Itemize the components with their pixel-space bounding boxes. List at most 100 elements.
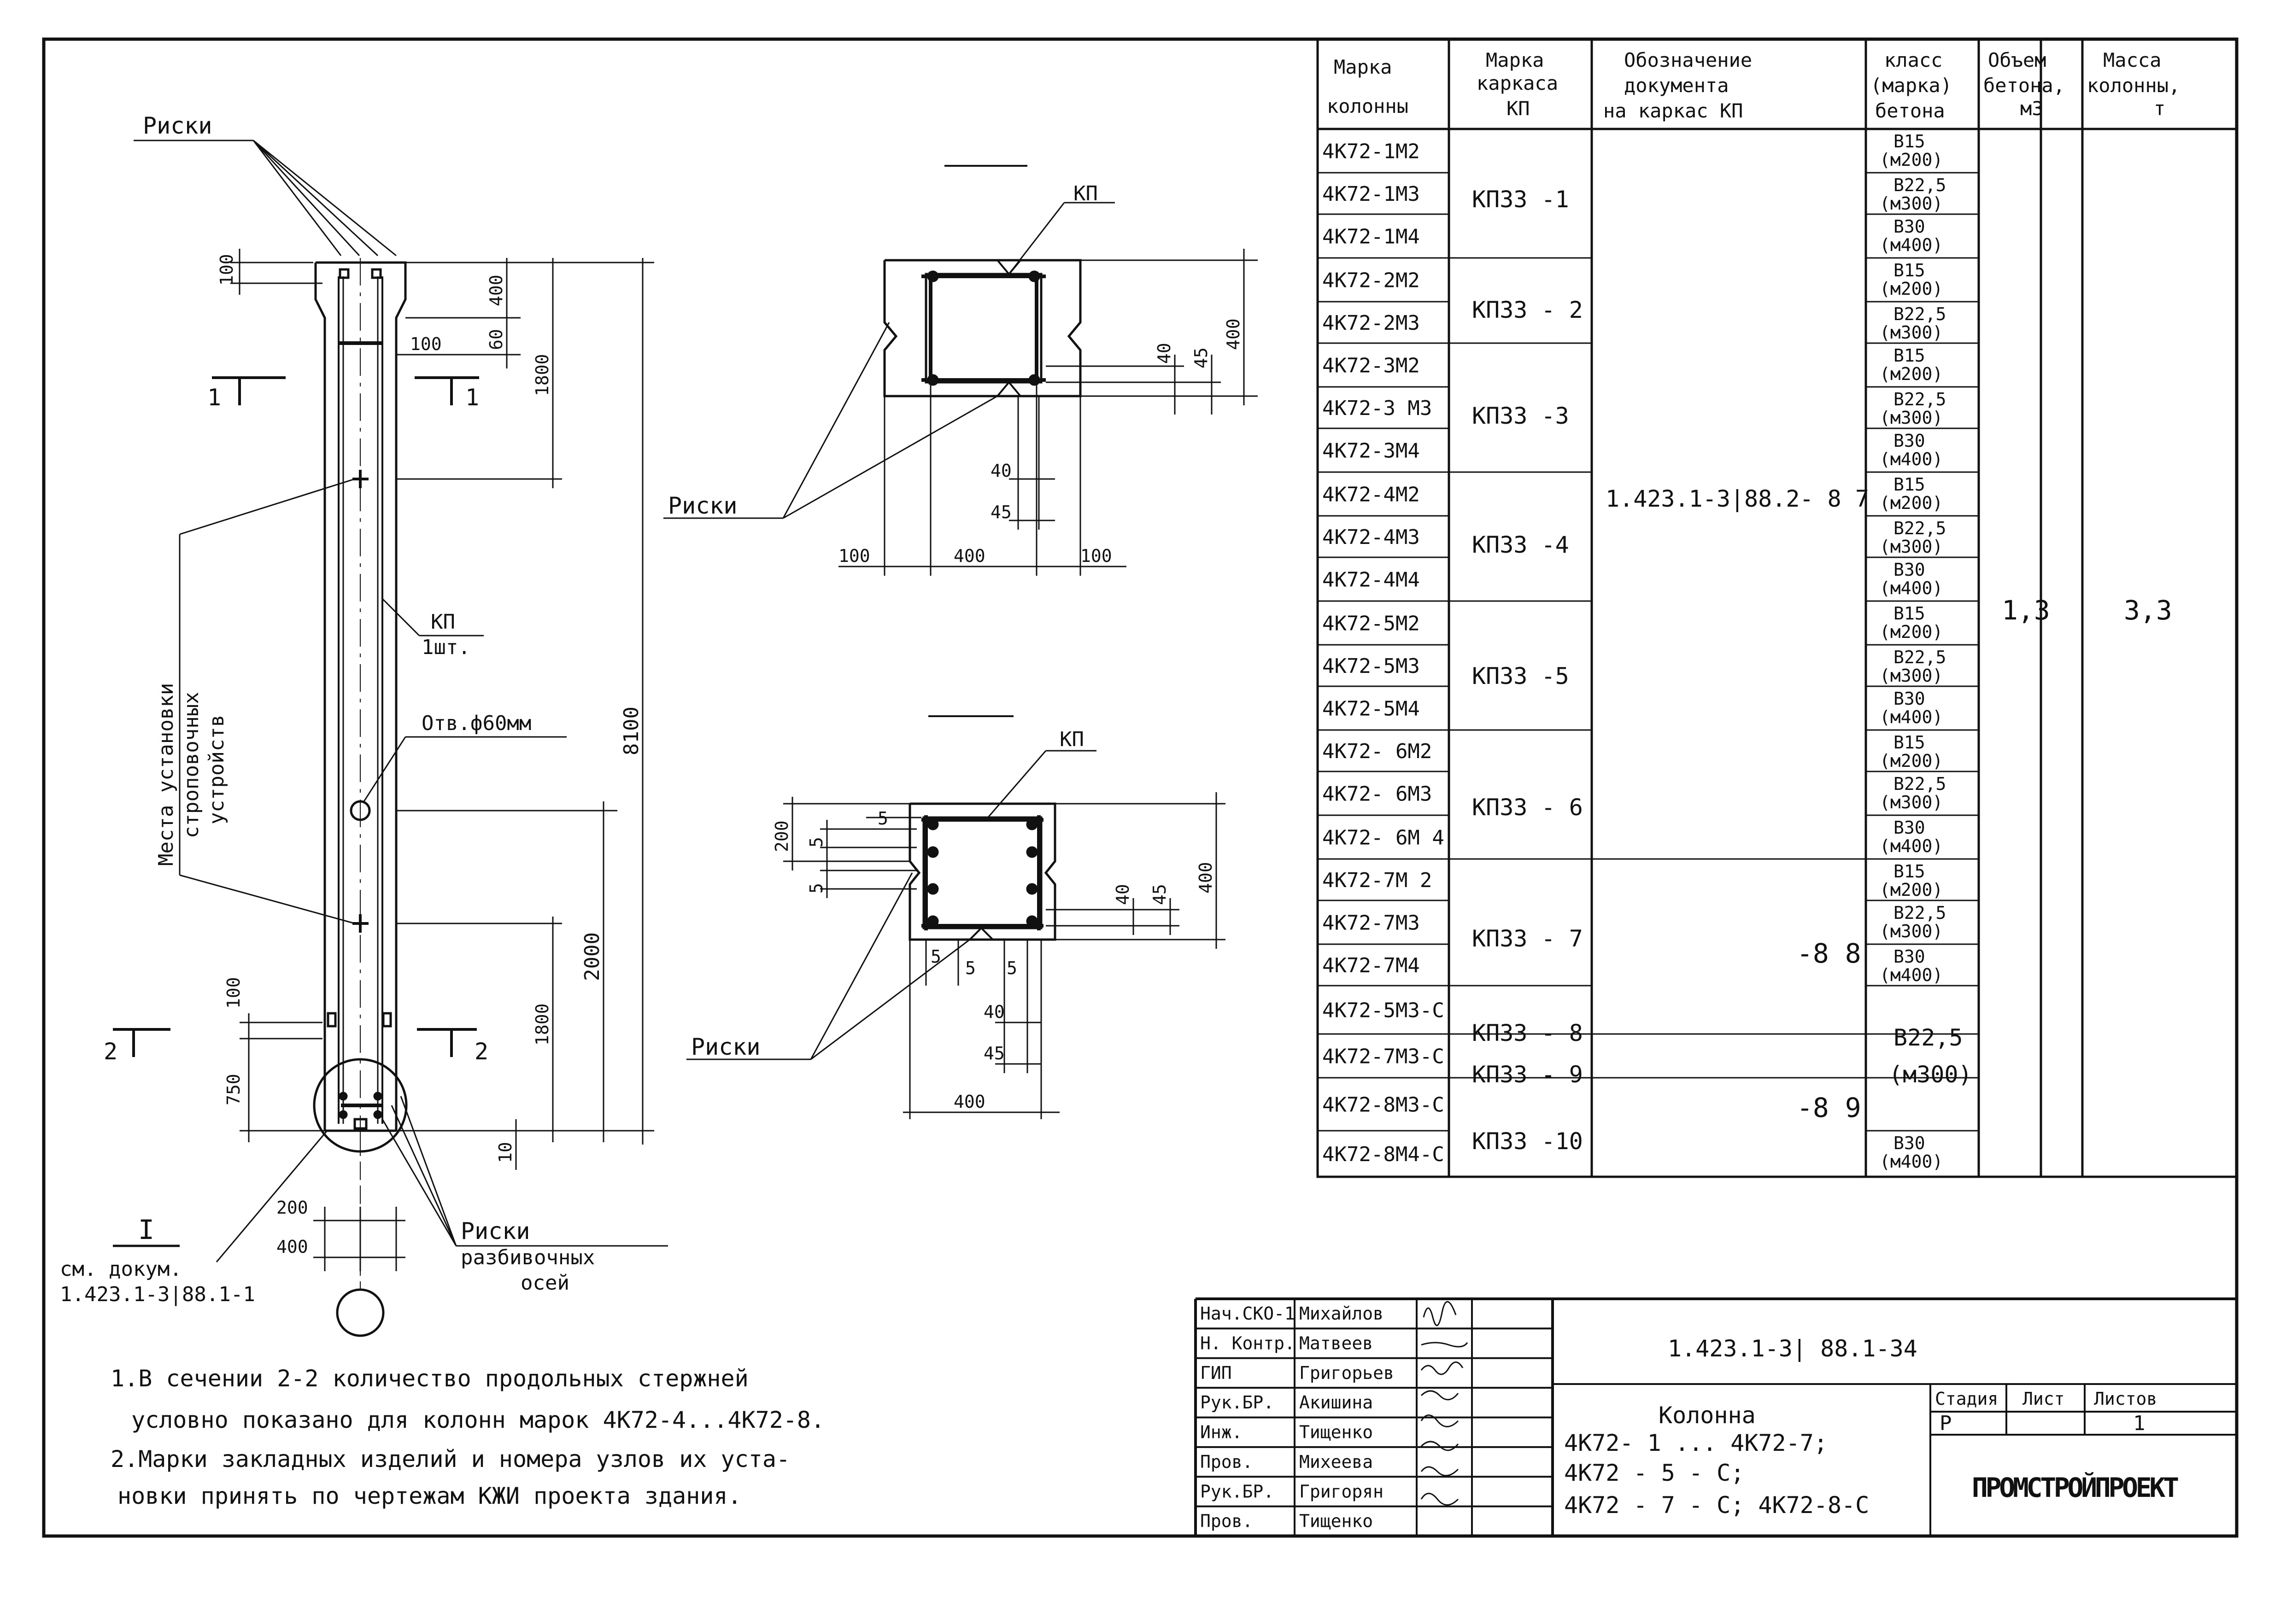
dim-750: 750	[223, 1074, 244, 1105]
class-cell-mark: (м200)	[1880, 279, 1943, 299]
frame-10: КП33 -10	[1472, 1128, 1583, 1155]
hdr-doc-1: Обозначение	[1624, 49, 1752, 71]
doc-code: 1.423.1-3| 88.1-34	[1668, 1335, 1917, 1362]
section-1-1-40-h: 40	[991, 461, 1012, 481]
class-merged-2: (м300)	[1889, 1061, 1972, 1088]
riski-label-bottom: Риски	[461, 1218, 530, 1244]
class-cell-mark: (м300)	[1880, 193, 1943, 214]
section-1-1-kp: КП	[1073, 182, 1098, 205]
dim-100-head: 100	[410, 334, 442, 354]
class-cell-grade: В22,5	[1893, 518, 1946, 538]
riski-label-2-2: Риски	[691, 1034, 761, 1060]
frame-2: КП33 - 2	[1472, 297, 1583, 323]
class-cell-grade: В22,5	[1893, 389, 1946, 409]
section-1-1-400: 400	[954, 546, 985, 566]
class-cell-grade: В22,5	[1893, 774, 1946, 794]
staff-name: Михеева	[1299, 1452, 1373, 1472]
hdr-mass-2: колонны,	[2087, 74, 2180, 97]
section-1-1-45-v: 45	[1191, 347, 1211, 368]
kp-1sht: 1шт.	[422, 636, 470, 659]
sheets-label: Листов	[2094, 1389, 2157, 1409]
signatures	[1420, 1301, 1468, 1506]
mass-value: 3,3	[2124, 595, 2172, 626]
dim-100-top: 100	[217, 254, 237, 286]
frame-8: КП33 - 8	[1472, 1020, 1583, 1046]
column-mark-cell: 4К72-7М3-С	[1322, 1045, 1444, 1069]
hdr-doc-2: документа	[1624, 74, 1729, 97]
section-2-2-200: 200	[772, 820, 792, 852]
class-cell-grade: В15	[1893, 732, 1925, 753]
class-cell-mark: (м200)	[1880, 364, 1943, 384]
class-cell-grade: В22,5	[1893, 175, 1946, 195]
node-label: I	[138, 1214, 154, 1245]
dim-100-bottom: 100	[223, 977, 244, 1009]
hdr-class-1: класс	[1884, 49, 1942, 71]
hdr-mass-1: Масса	[2103, 49, 2161, 71]
staff-role: Инж.	[1200, 1422, 1243, 1443]
title-line-1: Колонна	[1659, 1402, 1756, 1429]
section-2-2-dimensions	[686, 750, 1225, 1119]
sheet-value: 1	[2133, 1412, 2145, 1435]
column-mark-cell: 4К72-3М2	[1322, 354, 1420, 378]
volume-value: 1,3	[2002, 595, 2050, 626]
specification-table-grid	[1316, 38, 2238, 1178]
frame-3: КП33 -3	[1472, 403, 1569, 429]
section-2-2-400-v: 400	[1196, 862, 1216, 894]
section-1-1-40-v: 40	[1154, 343, 1174, 364]
class-cell-grade: В15	[1893, 345, 1925, 366]
column-mark-cell: 4К72-5М2	[1322, 612, 1420, 636]
class-cell-grade: В15	[1893, 260, 1925, 280]
column-mark-cell: 4К72-2М2	[1322, 269, 1420, 292]
section-2-2-40-v: 40	[1113, 884, 1133, 905]
hdr-mass-3: т	[2154, 97, 2165, 120]
column-mark-cell: 4К72- 6М 4	[1322, 826, 1444, 850]
section-2-2-5-f: 5	[1007, 958, 1017, 978]
class-cell-grade: В30	[1893, 1133, 1925, 1153]
column-mark-cell: 4К72-1М4	[1322, 225, 1420, 249]
frame-9: КП33 - 9	[1472, 1061, 1583, 1088]
column-mark-cell: 4К72-2М3	[1322, 311, 1420, 335]
frame-1: КП33 -1	[1472, 186, 1569, 213]
section-1-1-100-right: 100	[1080, 546, 1112, 566]
class-cell-mark: (м200)	[1880, 622, 1943, 642]
class-cell-mark: (м400)	[1880, 578, 1943, 598]
section-2-2-5-c: 5	[806, 883, 827, 894]
section-1-1-100-left: 100	[838, 546, 870, 566]
section-mark-2-right: 2	[475, 1038, 488, 1065]
column-elevation	[313, 258, 408, 1337]
staff-role: Рук.БР.	[1200, 1392, 1274, 1413]
section-1-1-dimensions	[663, 202, 1258, 576]
class-cell-mark: (м400)	[1880, 1151, 1943, 1172]
staff-name: Григорян	[1299, 1481, 1383, 1501]
column-mark-cell: 4К72-5М3-С	[1322, 999, 1444, 1022]
org-name: ПРОМСТРОЙПРОЕКТ	[1972, 1472, 2179, 1503]
column-mark-cell: 4К72- 6М3	[1322, 783, 1432, 806]
riski-label-top: Риски	[143, 112, 212, 139]
staff-role: Пров.	[1200, 1452, 1253, 1472]
column-mark-cell: 4К72-1М3	[1322, 182, 1420, 206]
frame-5: КП33 -5	[1472, 663, 1569, 689]
dim-1800-bottom: 1800	[532, 1003, 552, 1046]
column-mark-cell: 4К72-8М3-С	[1322, 1093, 1444, 1117]
title-line-3: 4К72 - 5 - С;	[1564, 1460, 1744, 1486]
section-2-2-5-e: 5	[965, 958, 976, 978]
class-cell-mark: (м300)	[1880, 537, 1943, 557]
class-cell-mark: (м400)	[1880, 965, 1943, 985]
section-2-2-drawing	[909, 715, 1056, 941]
column-mark-cell: 4К72-7М 2	[1322, 869, 1432, 892]
class-cell-mark: (м300)	[1880, 322, 1943, 343]
column-mark-cell: 4К72-5М4	[1322, 697, 1420, 721]
frame-6: КП33 - 6	[1472, 794, 1583, 821]
class-cell-mark: (м300)	[1880, 666, 1943, 686]
razb-label-1: разбивочных	[461, 1246, 595, 1269]
staff-name: Михайлов	[1299, 1303, 1383, 1324]
class-cell-grade: В30	[1893, 818, 1925, 838]
note-2: 2.Марки закладных изделий и номера узлов…	[111, 1446, 790, 1472]
class-cell-grade: В15	[1893, 603, 1925, 624]
staff-role: ГИП	[1200, 1363, 1232, 1383]
class-merged-1: В22,5	[1893, 1024, 1963, 1051]
hdr-frame-2: каркаса	[1477, 72, 1558, 94]
frame-4: КП33 -4	[1472, 532, 1569, 558]
stage-value: Р	[1940, 1412, 1952, 1435]
dim-400-bottom: 400	[276, 1237, 308, 1257]
